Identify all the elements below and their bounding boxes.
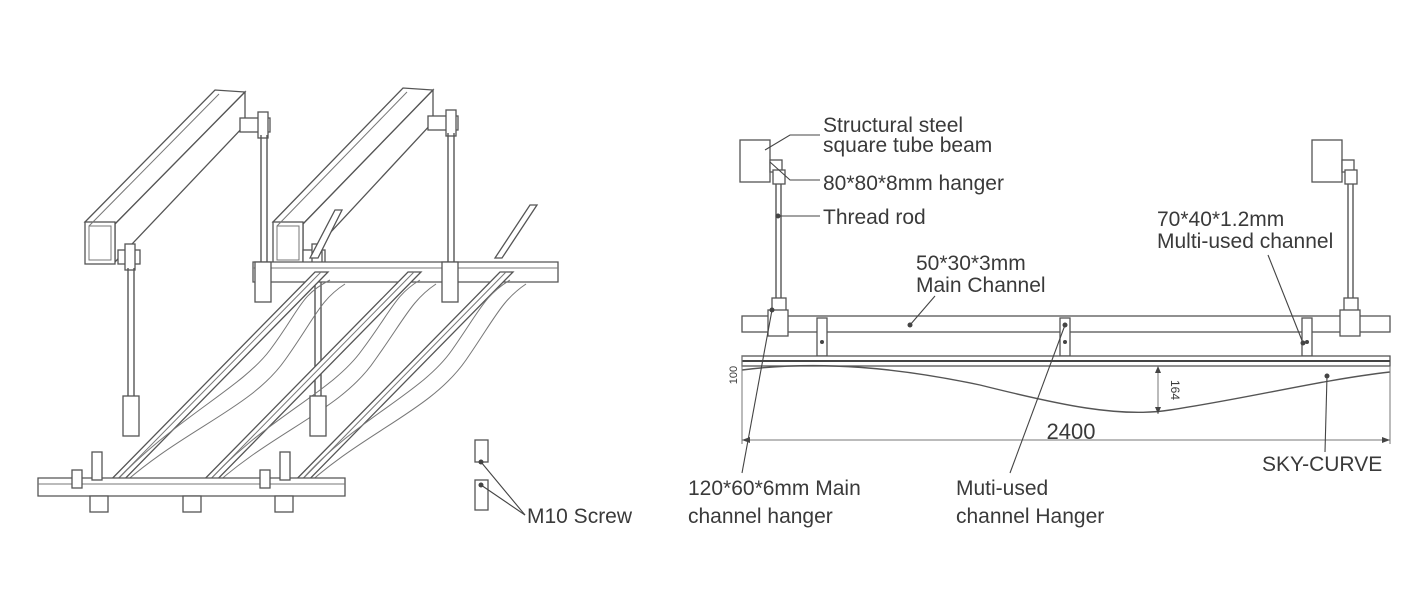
multi-hanger-label-2: channel Hanger	[956, 505, 1104, 528]
dimension-height: 100	[728, 366, 740, 384]
multi-channel-label-2: Multi-used channel	[1157, 230, 1333, 253]
dimension-length: 2400	[1047, 419, 1096, 444]
sky-curve-label: SKY-CURVE	[1262, 453, 1382, 476]
main-channel-hangers	[122, 261, 459, 437]
main-channel-label-1: 50*30*3mm	[916, 252, 1026, 275]
channel-feet	[71, 451, 294, 513]
elevation-view: 100 164 2400 Structural steel square tub…	[688, 114, 1391, 528]
sky-curve-panels	[107, 279, 527, 493]
multi-hanger-label-1: Muti-used	[956, 477, 1048, 500]
beam-label-2: square tube beam	[823, 134, 992, 157]
m10-screw-label: M10 Screw	[527, 505, 633, 528]
leader-lines	[741, 134, 1330, 474]
beam-label-1: Structural steel	[823, 114, 963, 137]
main-channel-lower	[37, 477, 346, 497]
thread-rod-label: Thread rod	[823, 206, 926, 229]
rod-hangers	[769, 159, 1359, 313]
multi-channel-label-1: 70*40*1.2mm	[1157, 208, 1284, 231]
steel-beam-right	[1311, 139, 1343, 183]
steel-beam-left	[739, 139, 771, 183]
m10-screw-detail	[474, 439, 526, 516]
main-hanger-label-1: 120*60*6mm Main	[688, 477, 861, 500]
dimension-depth: 164	[1168, 380, 1182, 400]
main-channel-label-2: Main Channel	[916, 274, 1046, 297]
multi-used-channel-elevation	[741, 355, 1391, 367]
square-tube-beam-left	[83, 89, 247, 265]
main-channel-upper	[252, 261, 559, 283]
square-tube-beam-right	[271, 87, 435, 265]
main-hanger-label-2: channel hanger	[688, 505, 833, 528]
isometric-view: M10 Screw	[37, 87, 633, 528]
sky-curve-profile	[741, 364, 1391, 414]
hanger-label: 80*80*8mm hanger	[823, 172, 1004, 195]
multi-used-channels	[93, 204, 539, 497]
